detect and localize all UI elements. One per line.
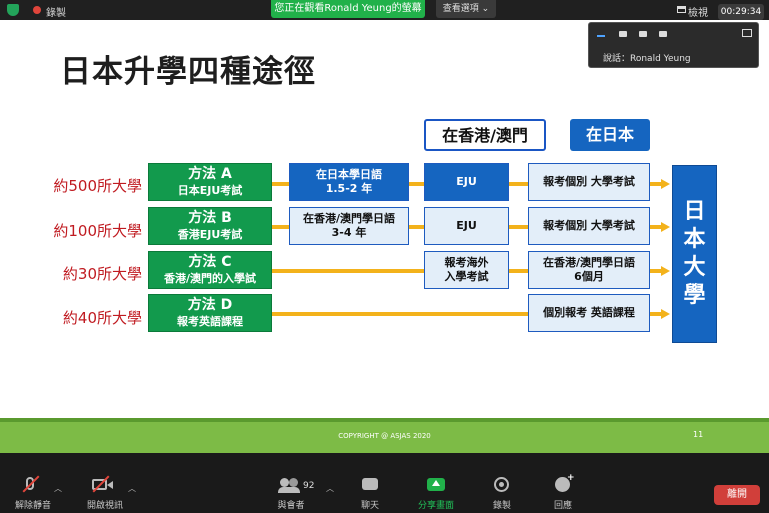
flow-arrow-d	[272, 312, 664, 316]
step-study-hk: 在香港/澳門學日語 3-4 年	[289, 207, 409, 245]
method-b: 方法 B 香港EJU考試	[148, 207, 272, 245]
participants-icon	[280, 478, 289, 487]
floating-speaker-window[interactable]: 說話：Ronald Yeung	[588, 22, 759, 68]
slide-title: 日本升學四種途徑	[60, 54, 316, 90]
step-study-japan: 在日本學日語 1.5-2 年	[289, 163, 409, 201]
arrowhead-b	[661, 222, 670, 232]
reaction-smiley-icon	[555, 477, 570, 492]
reactions-button[interactable]: + 回應	[553, 473, 575, 511]
step-eju-b: EJU	[424, 207, 509, 245]
viewing-screen-banner: 您正在觀看Ronald Yeung的螢幕	[271, 0, 425, 18]
chat-bubble-icon	[362, 478, 378, 490]
microphone-muted-icon	[26, 477, 34, 490]
step-overseas-exam: 報考海外 入學考試	[424, 251, 509, 289]
recording-icon	[33, 6, 41, 14]
participant-count: 92	[303, 481, 315, 491]
slide-footer: COPYRIGHT @ ASJAS 2020 11	[0, 418, 769, 453]
step-study-hk-6m: 在香港/澳門學日語 6個月	[528, 251, 650, 289]
method-c: 方法 C 香港/澳門的入學試	[148, 251, 272, 289]
meeting-top-bar: 錄製 您正在觀看Ronald Yeung的螢幕 查看選項 ⌄ 檢視 00:29:…	[0, 0, 769, 20]
university-count-d: 約40所大學	[62, 309, 142, 327]
security-shield-icon[interactable]	[7, 4, 19, 16]
start-video-button[interactable]: 開啟視訊	[84, 453, 126, 513]
participants-body-icon	[278, 487, 300, 493]
arrowhead-d	[661, 309, 670, 319]
participants-button[interactable]: 與會者	[276, 453, 306, 513]
arrowhead-a	[661, 179, 670, 189]
share-arrow-icon	[432, 480, 440, 486]
layout-icon-1[interactable]	[619, 31, 627, 37]
camera-off-icon	[92, 479, 107, 490]
camera-lens-icon	[107, 481, 113, 489]
leave-meeting-button[interactable]: 離開	[714, 485, 760, 505]
copyright-text: COPYRIGHT @ ASJAS 2020	[338, 432, 431, 440]
shared-slide: 日本升學四種途徑 在香港/澳門 在日本 約500所大學 方法 A 日本EJU考試…	[0, 20, 769, 453]
method-d: 方法 D 報考英語課程	[148, 294, 272, 332]
view-options-button[interactable]: 查看選項 ⌄	[436, 0, 496, 18]
layout-icon-3[interactable]	[659, 31, 667, 37]
share-screen-button[interactable]: 分享畫面	[414, 453, 458, 513]
meeting-toolbar: 解除靜音 ︿ 開啟視訊 ︿ 與會者 92 ︿ 聊天 分享畫面 錄製 + 回應 離…	[0, 453, 769, 513]
university-count-c: 約30所大學	[62, 265, 142, 283]
step-english-course: 個別報考 英語課程	[528, 294, 650, 332]
layout-icon-2[interactable]	[639, 31, 647, 37]
university-count-b: 約100所大學	[53, 222, 142, 240]
step-eju-a: EJU	[424, 163, 509, 201]
arrowhead-c	[661, 266, 670, 276]
active-speaker-label: 說話：Ronald Yeung	[603, 54, 691, 64]
japan-university-box: 日 本 大 學	[672, 165, 717, 343]
step-exam-a: 報考個別 大學考試	[528, 163, 650, 201]
recording-label: 錄製	[46, 8, 66, 19]
record-button[interactable]: 錄製	[490, 453, 514, 513]
record-icon	[494, 477, 509, 492]
reaction-plus-icon: +	[567, 473, 575, 483]
minimize-icon[interactable]	[597, 35, 605, 37]
record-dot-icon	[499, 482, 504, 487]
step-exam-b: 報考個別 大學考試	[528, 207, 650, 245]
header-hongkong-macau: 在香港/澳門	[424, 119, 546, 151]
meeting-timer: 00:29:34	[718, 4, 764, 20]
header-japan: 在日本	[570, 119, 650, 151]
chat-button[interactable]: 聊天	[360, 453, 380, 513]
method-a: 方法 A 日本EJU考試	[148, 163, 272, 201]
participants-icon-secondary	[289, 478, 298, 487]
slide-page-number: 11	[693, 430, 704, 439]
unmute-button[interactable]: 解除靜音	[12, 453, 54, 513]
university-count-a: 約500所大學	[53, 177, 142, 195]
audio-options-caret-icon[interactable]: ︿	[54, 484, 62, 493]
footer-divider	[0, 418, 769, 422]
view-mode-label[interactable]: 檢視	[688, 8, 708, 19]
participants-options-caret-icon[interactable]: ︿	[326, 484, 334, 493]
view-mode-icon[interactable]	[677, 6, 686, 13]
expand-icon[interactable]	[742, 29, 752, 37]
video-options-caret-icon[interactable]: ︿	[128, 484, 136, 493]
